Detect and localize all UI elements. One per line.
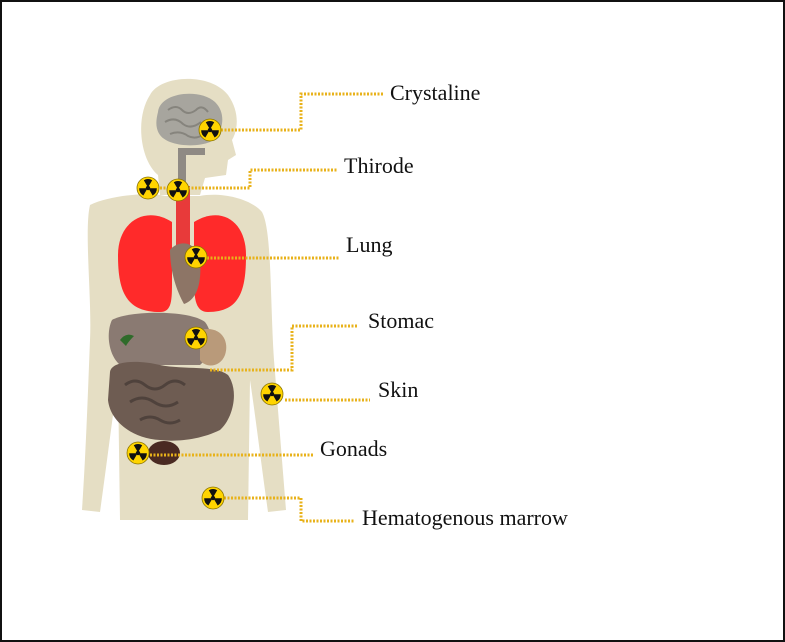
label-hematogenous-marrow: Hematogenous marrow (362, 507, 568, 529)
label-stomac: Stomac (368, 310, 434, 332)
radiation-icon (167, 179, 189, 201)
label-crystaline: Crystaline (390, 82, 480, 104)
label-thirode: Thirode (344, 155, 414, 177)
radiation-icon (185, 246, 207, 268)
radiation-icon (261, 383, 283, 405)
radiation-icon (199, 119, 221, 141)
radiation-icon (202, 487, 224, 509)
label-gonads: Gonads (320, 438, 387, 460)
radiation-icon (185, 327, 207, 349)
radiation-icon (137, 177, 159, 199)
label-skin: Skin (378, 379, 418, 401)
label-lung: Lung (346, 234, 392, 256)
leader-line-crystaline (221, 94, 383, 130)
radiation-icon (127, 442, 149, 464)
